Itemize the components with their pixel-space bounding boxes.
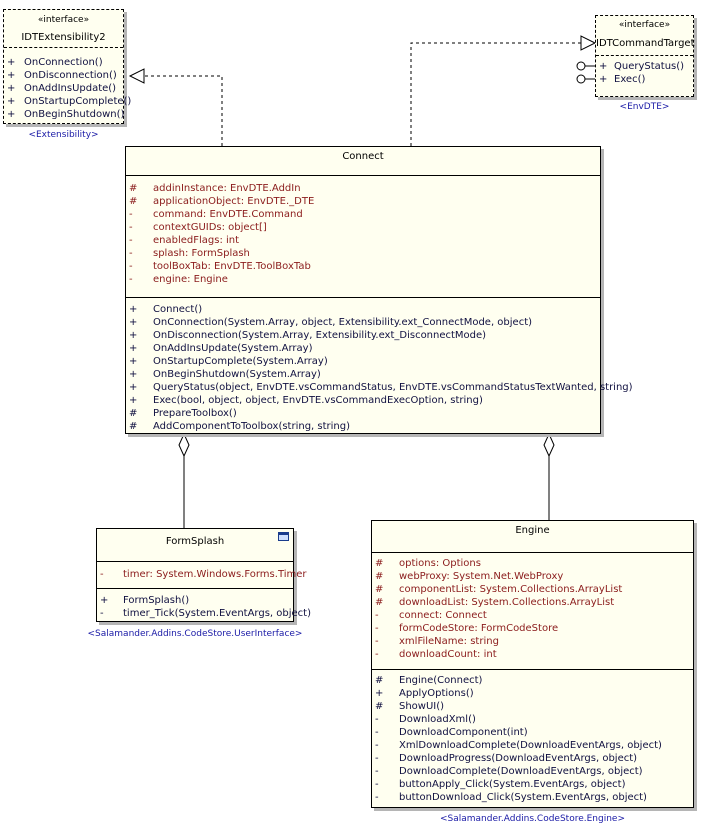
class-header: FormSplash (97, 529, 293, 562)
attribute-row: #componentList: System.Collections.Array… (375, 584, 623, 595)
attribute-row: #options: Options (375, 558, 481, 569)
operation-row: +OnConnection() (7, 57, 103, 68)
operation-row: +OnDisconnection() (7, 70, 117, 81)
operation-row: +OnAddInsUpdate(System.Array) (129, 343, 313, 354)
attributes-section: #options: Options #webProxy: System.Net.… (372, 553, 693, 669)
operation-row: -XmlDownloadComplete(DownloadEventArgs, … (375, 740, 662, 751)
attribute-row: -connect: Connect (375, 610, 487, 621)
aggregation-diamond-engine (543, 432, 555, 458)
class-formsplash[interactable]: FormSplash -timer: System.Windows.Forms.… (96, 528, 311, 623)
attribute-row: -engine: Engine (129, 274, 228, 285)
operation-row: -buttonDownload_Click(System.EventArgs, … (375, 792, 647, 803)
operations-section: #Engine(Connect) +ApplyOptions() #ShowUI… (372, 669, 693, 807)
attribute-row: -downloadCount: int (375, 649, 497, 660)
operation-row: -buttonApply_Click(System.EventArgs, obj… (375, 779, 626, 790)
attribute-row: #downloadList: System.Collections.ArrayL… (375, 597, 615, 608)
attribute-row: -toolBoxTab: EnvDTE.ToolBoxTab (129, 261, 311, 272)
class-idtcommandtarget[interactable]: «interface» IDTCommandTarget +QueryStatu… (595, 15, 695, 97)
class-name: FormSplash (165, 536, 225, 547)
attribute-row: -contextGUIDs: object[] (129, 222, 267, 233)
operation-row: -timer_Tick(System.EventArgs, object) (100, 608, 311, 619)
operation-row: #AddComponentToToolbox(string, string) (129, 421, 351, 432)
operation-row: #PrepareToolbox() (129, 408, 237, 419)
operation-row: -DownloadComponent(int) (375, 727, 528, 738)
class-name: IDTExtensibility2 (21, 32, 106, 43)
attribute-row: -timer: System.Windows.Forms.Timer (100, 569, 307, 580)
lollipop-exec-icon (576, 74, 586, 84)
stereotype-label: «interface» (618, 20, 671, 30)
class-name: Engine (515, 525, 550, 536)
operation-row: +OnStartupComplete() (7, 96, 132, 107)
realization-line-idtcommandtarget (410, 42, 581, 146)
operation-row: +FormSplash() (100, 595, 190, 606)
operation-row: +OnBeginShutdown() (7, 109, 125, 120)
package-label-extensibility: <Extensibility> (28, 130, 99, 140)
realization-line-idtextensibility2 (144, 75, 223, 146)
operation-row: +OnAddInsUpdate() (7, 83, 117, 94)
operations-section: +OnConnection() +OnDisconnection() +OnAd… (4, 48, 132, 124)
operation-row: +Exec(bool, object, object, EnvDTE.vsCom… (129, 395, 483, 406)
lollipop-querystatus-icon (576, 61, 586, 71)
attribute-row: -command: EnvDTE.Command (129, 209, 303, 220)
package-label-envdte: <EnvDTE> (619, 102, 670, 112)
windows-form-icon (278, 532, 289, 541)
class-header: «interface» IDTExtensibility2 (4, 10, 123, 48)
class-name: Connect (342, 151, 384, 162)
operation-row: #ShowUI() (375, 701, 445, 712)
attribute-row: #webProxy: System.Net.WebProxy (375, 571, 564, 582)
operation-row: +QueryStatus() (599, 61, 685, 72)
attributes-section: #addinInstance: EnvDTE.AddIn #applicatio… (126, 176, 600, 297)
operation-row: +QueryStatus(object, EnvDTE.vsCommandSta… (129, 382, 633, 393)
class-connect[interactable]: Connect #addinInstance: EnvDTE.AddIn #ap… (125, 146, 633, 436)
operations-section: +QueryStatus() +Exec() (596, 56, 693, 89)
class-name: IDTCommandTarget (596, 38, 695, 49)
operation-row: -DownloadXml() (375, 714, 476, 725)
aggregation-diamond-formsplash (178, 432, 190, 458)
operation-row: #Engine(Connect) (375, 675, 483, 686)
package-label-userinterface: <Salamander.Addins.CodeStore.UserInterfa… (87, 629, 303, 639)
operation-row: +OnBeginShutdown(System.Array) (129, 369, 321, 380)
attributes-section: -timer: System.Windows.Forms.Timer (97, 562, 307, 588)
attribute-row: -enabledFlags: int (129, 235, 240, 246)
realization-arrowhead-idtcommandtarget (580, 35, 597, 51)
operations-section: +Connect() +OnConnection(System.Array, o… (126, 297, 633, 436)
class-header: Connect (126, 147, 600, 176)
class-header: Engine (372, 521, 693, 553)
attribute-row: -splash: FormSplash (129, 248, 250, 259)
operation-row: +OnDisconnection(System.Array, Extensibi… (129, 330, 487, 341)
class-header: «interface» IDTCommandTarget (596, 16, 695, 56)
class-engine[interactable]: Engine #options: Options #webProxy: Syst… (371, 520, 694, 808)
class-idtextensibility2[interactable]: «interface» IDTExtensibility2 +OnConnect… (3, 9, 132, 124)
realization-arrowhead-idtextensibility2 (128, 68, 145, 84)
attribute-row: -formCodeStore: FormCodeStore (375, 623, 559, 634)
operation-row: +Exec() (599, 74, 646, 85)
operation-row: -DownloadComplete(DownloadEventArgs, obj… (375, 766, 643, 777)
operations-section: +FormSplash() -timer_Tick(System.EventAr… (97, 588, 311, 623)
operation-row: +ApplyOptions() (375, 688, 474, 699)
package-label-engine: <Salamander.Addins.CodeStore.Engine> (439, 814, 625, 824)
attribute-row: #addinInstance: EnvDTE.AddIn (129, 183, 301, 194)
attribute-row: #applicationObject: EnvDTE._DTE (129, 196, 315, 207)
operation-row: +OnStartupComplete(System.Array) (129, 356, 328, 367)
attribute-row: -xmlFileName: string (375, 636, 499, 647)
operation-row: +OnConnection(System.Array, object, Exte… (129, 317, 533, 328)
operation-row: +Connect() (129, 304, 203, 315)
operation-row: -DownloadProgress(DownloadEventArgs, obj… (375, 753, 638, 764)
stereotype-label: «interface» (37, 15, 90, 25)
